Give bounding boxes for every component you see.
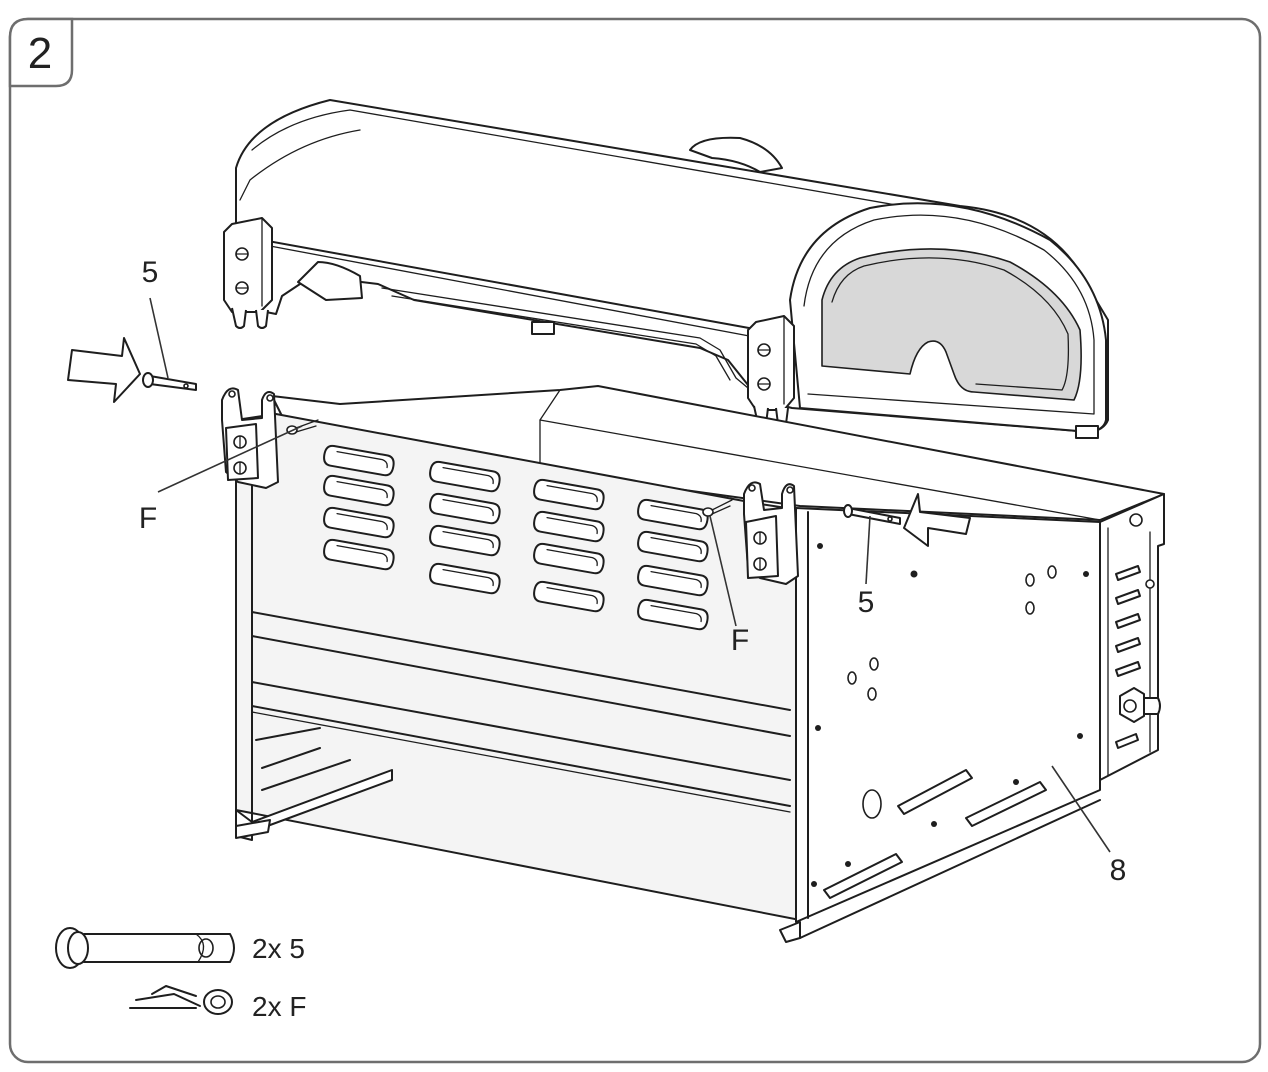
legend-pin-qty: 2x 5 bbox=[252, 933, 305, 964]
callout-clip-left: F bbox=[139, 502, 157, 535]
callout-clip-right: F bbox=[731, 624, 749, 657]
gas-valve-fitting bbox=[1119, 687, 1161, 723]
clevis-pin-right bbox=[843, 504, 901, 525]
leader-clip-left bbox=[157, 425, 303, 493]
clevis-pin-left bbox=[142, 372, 197, 391]
legend-r-clip-icon bbox=[129, 985, 233, 1015]
legend-clip-qty: 2x F bbox=[252, 991, 306, 1022]
insert-arrow-right bbox=[903, 493, 971, 547]
lid-hinge-left bbox=[223, 217, 273, 329]
legend-clevis-pin-icon bbox=[55, 927, 235, 969]
control-box bbox=[1115, 513, 1161, 749]
leader-pin-left bbox=[149, 297, 169, 379]
r-clip-right bbox=[702, 499, 733, 517]
step-number: 2 bbox=[28, 29, 52, 78]
leader-pin-right bbox=[865, 515, 871, 585]
callout-pin-right: 5 bbox=[858, 586, 875, 619]
insert-arrow-left bbox=[67, 337, 141, 403]
diagram-frame bbox=[8, 17, 1262, 1064]
front-vents bbox=[323, 444, 709, 631]
callout-body: 8 bbox=[1110, 854, 1127, 887]
leader-clip-right bbox=[709, 515, 737, 627]
leader-body bbox=[1051, 765, 1111, 853]
grill-lid bbox=[223, 99, 1109, 439]
side-panel-details bbox=[811, 543, 1089, 899]
parts-legend: 2x 5 2x F bbox=[55, 927, 306, 1022]
step-number-badge: 2 bbox=[8, 17, 74, 88]
body-hinge-left bbox=[221, 387, 279, 489]
body-hinge-right bbox=[743, 481, 799, 585]
lid-hinge-right bbox=[747, 315, 795, 427]
callout-pin-left: 5 bbox=[142, 256, 159, 289]
